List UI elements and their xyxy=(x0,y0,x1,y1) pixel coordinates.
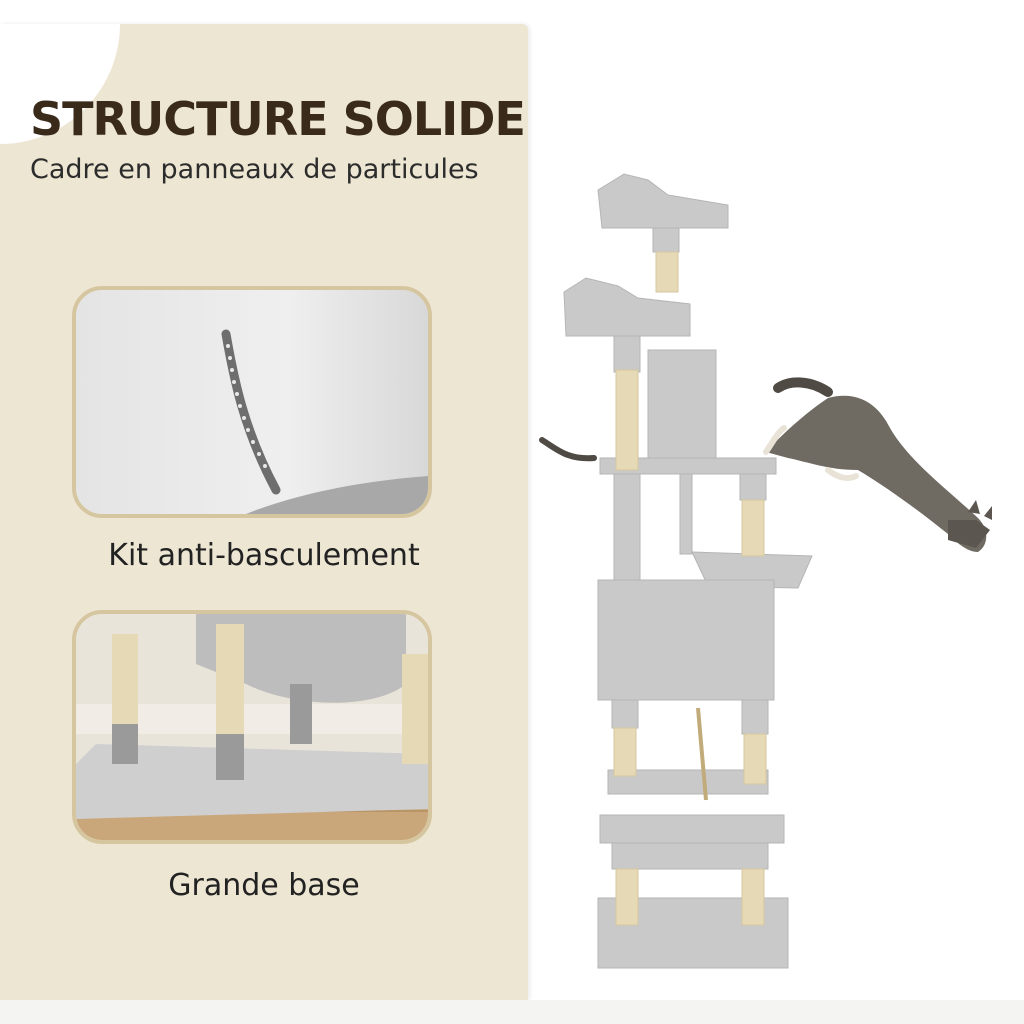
feature-caption-anti-tip: Kit anti-basculement xyxy=(108,538,420,573)
anti-tip-strap-photo xyxy=(72,286,432,518)
large-base-photo xyxy=(72,610,432,844)
cat-tree-product-photo xyxy=(528,0,1024,1000)
page-title: STRUCTURE SOLIDE xyxy=(30,92,526,146)
page-subtitle: Cadre en panneaux de particules xyxy=(30,154,479,185)
feature-caption-base: Grande base xyxy=(168,868,360,903)
bottom-strip xyxy=(0,1000,1024,1024)
